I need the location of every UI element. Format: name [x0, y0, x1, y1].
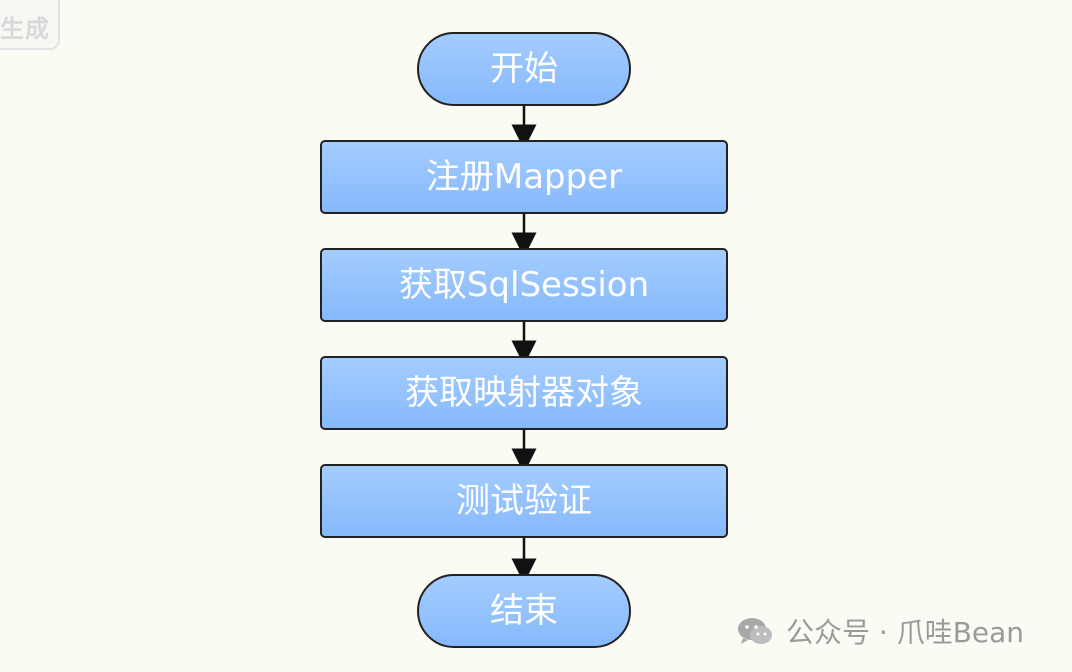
get-mapper-object-label: 获取映射器对象: [405, 373, 643, 413]
start-node-label: 开始: [490, 49, 558, 89]
watermark: 公众号 · 爪哇Bean: [736, 611, 1024, 651]
get-sqlsession-node: 获取SqlSession: [320, 248, 728, 322]
get-sqlsession-label: 获取SqlSession: [398, 265, 650, 305]
register-mapper-label: 注册Mapper: [425, 157, 623, 197]
start-node: 开始: [417, 32, 631, 106]
test-verify-node: 测试验证: [320, 464, 728, 538]
test-verify-label: 测试验证: [456, 481, 592, 521]
watermark-text: 公众号 · 爪哇Bean: [786, 616, 1025, 649]
corner-badge: 生成: [0, 0, 60, 50]
end-node-label: 结束: [490, 591, 558, 631]
get-mapper-object-node: 获取映射器对象: [320, 356, 728, 430]
corner-badge-text: 生成: [0, 15, 50, 43]
end-node: 结束: [417, 574, 631, 648]
register-mapper-node: 注册Mapper: [320, 140, 728, 214]
wechat-icon: [738, 618, 772, 644]
